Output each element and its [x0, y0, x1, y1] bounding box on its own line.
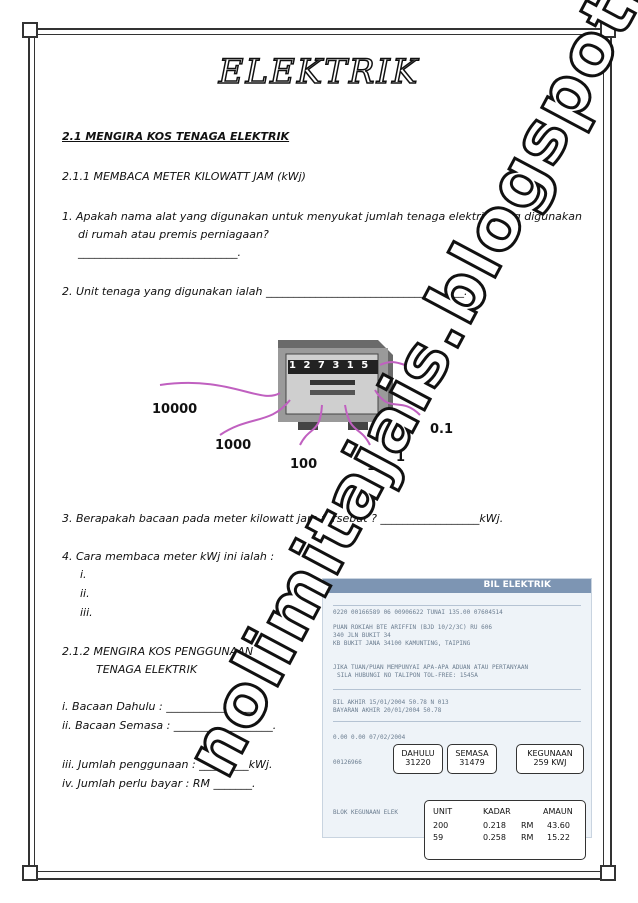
- dial-label: 10000: [152, 402, 198, 417]
- reading-previous: i. Bacaan Dahulu : __________________.: [62, 700, 269, 713]
- bill-text: SILA HUBUNGI NO TALIPON TOL-FREE: 1545A: [337, 672, 478, 679]
- box-label: DAHULU: [401, 749, 435, 758]
- subsection-heading: 2.1.2 MENGIRA KOS PENGGUNAAN: [62, 645, 254, 658]
- meter-digits: 1 2 7 3 1 5: [289, 360, 371, 371]
- dial-label: 10: [367, 459, 386, 474]
- bill-text: 0220 00166589 06 00906622 TUNAI 135.00 0…: [333, 609, 503, 616]
- reading-box-current: SEMASA 31479: [447, 744, 497, 774]
- page-title: ELEKTRIK: [218, 51, 420, 93]
- tariff-table: UNIT KADAR AMAUN 200 0.218 RM 43.60 59 0…: [424, 800, 586, 860]
- section-heading: 2.1 MENGIRA KOS TENAGA ELEKTRIK: [62, 130, 290, 143]
- list-item: iii.: [80, 606, 93, 619]
- bill-rule: [333, 689, 581, 690]
- bill-text: 340 JLN BUKIT 34: [333, 632, 391, 639]
- question-1-line-1: 1. Apakah nama alat yang digunakan untuk…: [62, 210, 582, 223]
- kwh-meter-illustration: [258, 330, 398, 430]
- box-label: KEGUNAAN: [527, 749, 573, 758]
- table-cell: 200: [433, 821, 449, 830]
- box-value: 31479: [459, 758, 485, 767]
- bill-text: KB BUKIT JANA 34100 KAMUNTING, TAIPING: [333, 640, 471, 647]
- question-4: 4. Cara membaca meter kWj ini ialah :: [62, 550, 275, 563]
- bill-text: BIL AKHIR 15/01/2004 50.78 N 013: [333, 699, 449, 706]
- list-item: i.: [80, 568, 87, 581]
- bill-text: 00126966: [333, 759, 362, 766]
- page-border-inner: [34, 34, 604, 872]
- dial-label: 1000: [215, 438, 252, 453]
- electricity-bill-image: BIL ELEKTRIK 0220 00166589 06 00906622 T…: [322, 578, 592, 838]
- question-1-line-2: di rumah atau premis perniagaan?: [78, 228, 269, 241]
- usage-total: iii. Jumlah penggunaan : _________kWj.: [62, 758, 273, 771]
- bill-rule: [333, 721, 581, 722]
- table-cell: RM: [521, 821, 534, 830]
- dial-label: 1: [396, 450, 406, 465]
- subsection-heading-cont: TENAGA ELEKTRIK: [96, 663, 198, 676]
- box-value: 259 KWJ: [533, 758, 567, 767]
- question-2: 2. Unit tenaga yang digunakan ialah ____…: [62, 285, 468, 298]
- table-cell: 59: [433, 833, 444, 842]
- table-cell: 15.22: [547, 833, 570, 842]
- reading-box-previous: DAHULU 31220: [393, 744, 443, 774]
- dial-pointer-lines: [159, 359, 421, 446]
- subsection-heading: 2.1.1 MEMBACA METER KILOWATT JAM (kWj): [62, 170, 306, 183]
- bill-text: BAYARAN AKHIR 20/01/2004 50.78: [333, 707, 442, 714]
- table-header: AMAUN: [543, 807, 573, 816]
- list-item: ii.: [80, 587, 90, 600]
- answer-blank: _____________________________.: [78, 246, 241, 259]
- question-3: 3. Berapakah bacaan pada meter kilowatt …: [62, 512, 504, 525]
- corner-ornament: [600, 22, 616, 38]
- bill-text: JIKA TUAN/PUAN MEMPUNYAI APA-APA ADUAN A…: [333, 664, 529, 671]
- bill-rule: [333, 605, 581, 606]
- bill-header-bar: BIL ELEKTRIK: [323, 579, 591, 593]
- page-border-outer: [28, 28, 612, 880]
- table-cell: RM: [521, 833, 534, 842]
- table-header: KADAR: [483, 807, 511, 816]
- reading-box-usage: KEGUNAAN 259 KWJ: [516, 744, 584, 774]
- box-value: 31220: [405, 758, 431, 767]
- reading-current: ii. Bacaan Semasa : __________________.: [62, 719, 277, 732]
- dial-label: 0.1: [430, 422, 454, 437]
- table-cell: 0.218: [483, 821, 506, 830]
- amount-due: iv. Jumlah perlu bayar : RM _______.: [62, 777, 256, 790]
- bill-text: 0.00 0.00 07/02/2004: [333, 734, 406, 741]
- bill-text: PUAN ROKIAH BTE ARIFFIN (BJD 10/2/3C) RU…: [333, 624, 492, 631]
- dial-label: 100: [290, 457, 318, 472]
- bill-title: BIL ELEKTRIK: [483, 580, 551, 590]
- corner-ornament: [22, 22, 38, 38]
- table-header: UNIT: [433, 807, 453, 816]
- box-label: SEMASA: [455, 749, 489, 758]
- table-cell: 43.60: [547, 821, 570, 830]
- table-cell: 0.258: [483, 833, 506, 842]
- bill-text: BLOK KEGUNAAN ELEK: [333, 809, 399, 816]
- corner-ornament: [600, 865, 616, 881]
- corner-ornament: [22, 865, 38, 881]
